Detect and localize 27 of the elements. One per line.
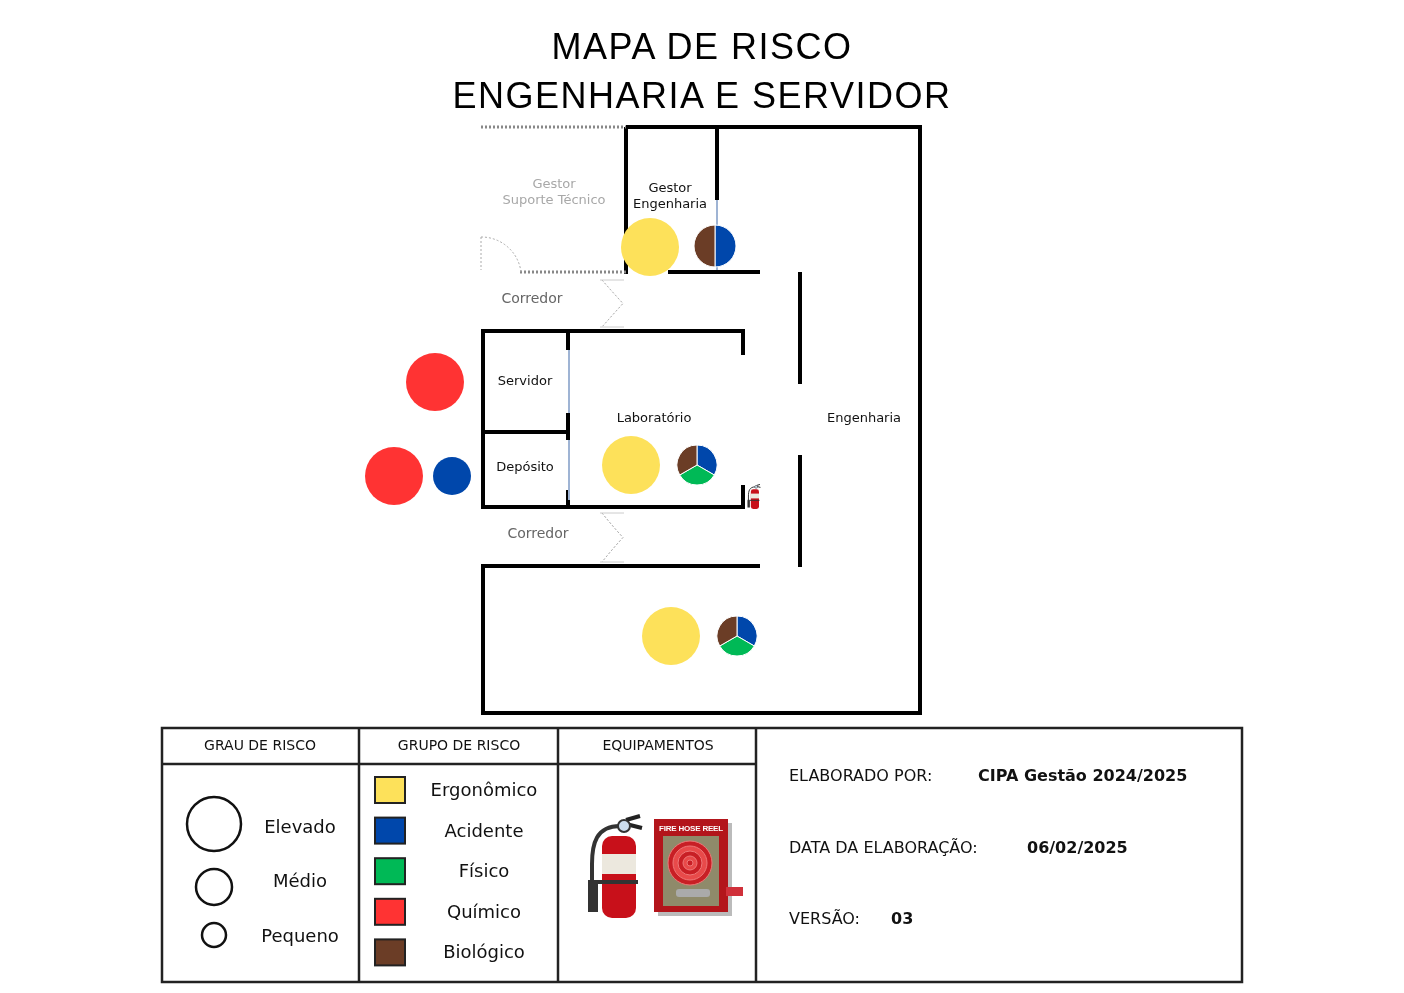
- field-value: 03: [891, 909, 914, 929]
- column-header: EQUIPAMENTOS: [602, 736, 714, 754]
- legend-label: Ergonômico: [430, 779, 538, 801]
- legend-label: Acidente: [444, 819, 524, 842]
- room-label: Corredor: [507, 524, 569, 542]
- legend-label: Elevado: [264, 816, 336, 838]
- room-label: Servidor: [497, 373, 553, 389]
- room-label: Corredor: [501, 289, 563, 307]
- field-label: DATA DA ELABORAÇÃO:: [789, 838, 978, 858]
- room-label: Depósito: [496, 459, 554, 475]
- room-label: Laboratório: [616, 410, 692, 426]
- field-label: ELABORADO POR:: [789, 766, 933, 786]
- column-header: GRUPO DE RISCO: [397, 736, 521, 754]
- legend-label: Médio: [273, 870, 327, 892]
- legend-label: Biológico: [443, 941, 525, 964]
- legend-label: Químico: [447, 901, 521, 923]
- field-label: VERSÃO:: [789, 909, 860, 929]
- legend-label: Físico: [458, 860, 510, 882]
- column-header: GRAU DE RISCO: [204, 736, 316, 754]
- field-value: CIPA Gestão 2024/2025: [978, 766, 1188, 786]
- legend-label: Pequeno: [261, 925, 339, 947]
- sign-text: FIRE HOSE REEL: [659, 824, 723, 834]
- room-label: Gestor Suporte Técnico: [501, 176, 607, 208]
- room-label: Engenharia: [826, 410, 902, 426]
- room-label: Gestor Engenharia: [631, 180, 709, 212]
- title: MAPA DE RISCO ENGENHARIA E SERVIDOR: [451, 25, 953, 118]
- field-value: 06/02/2025: [1027, 838, 1128, 858]
